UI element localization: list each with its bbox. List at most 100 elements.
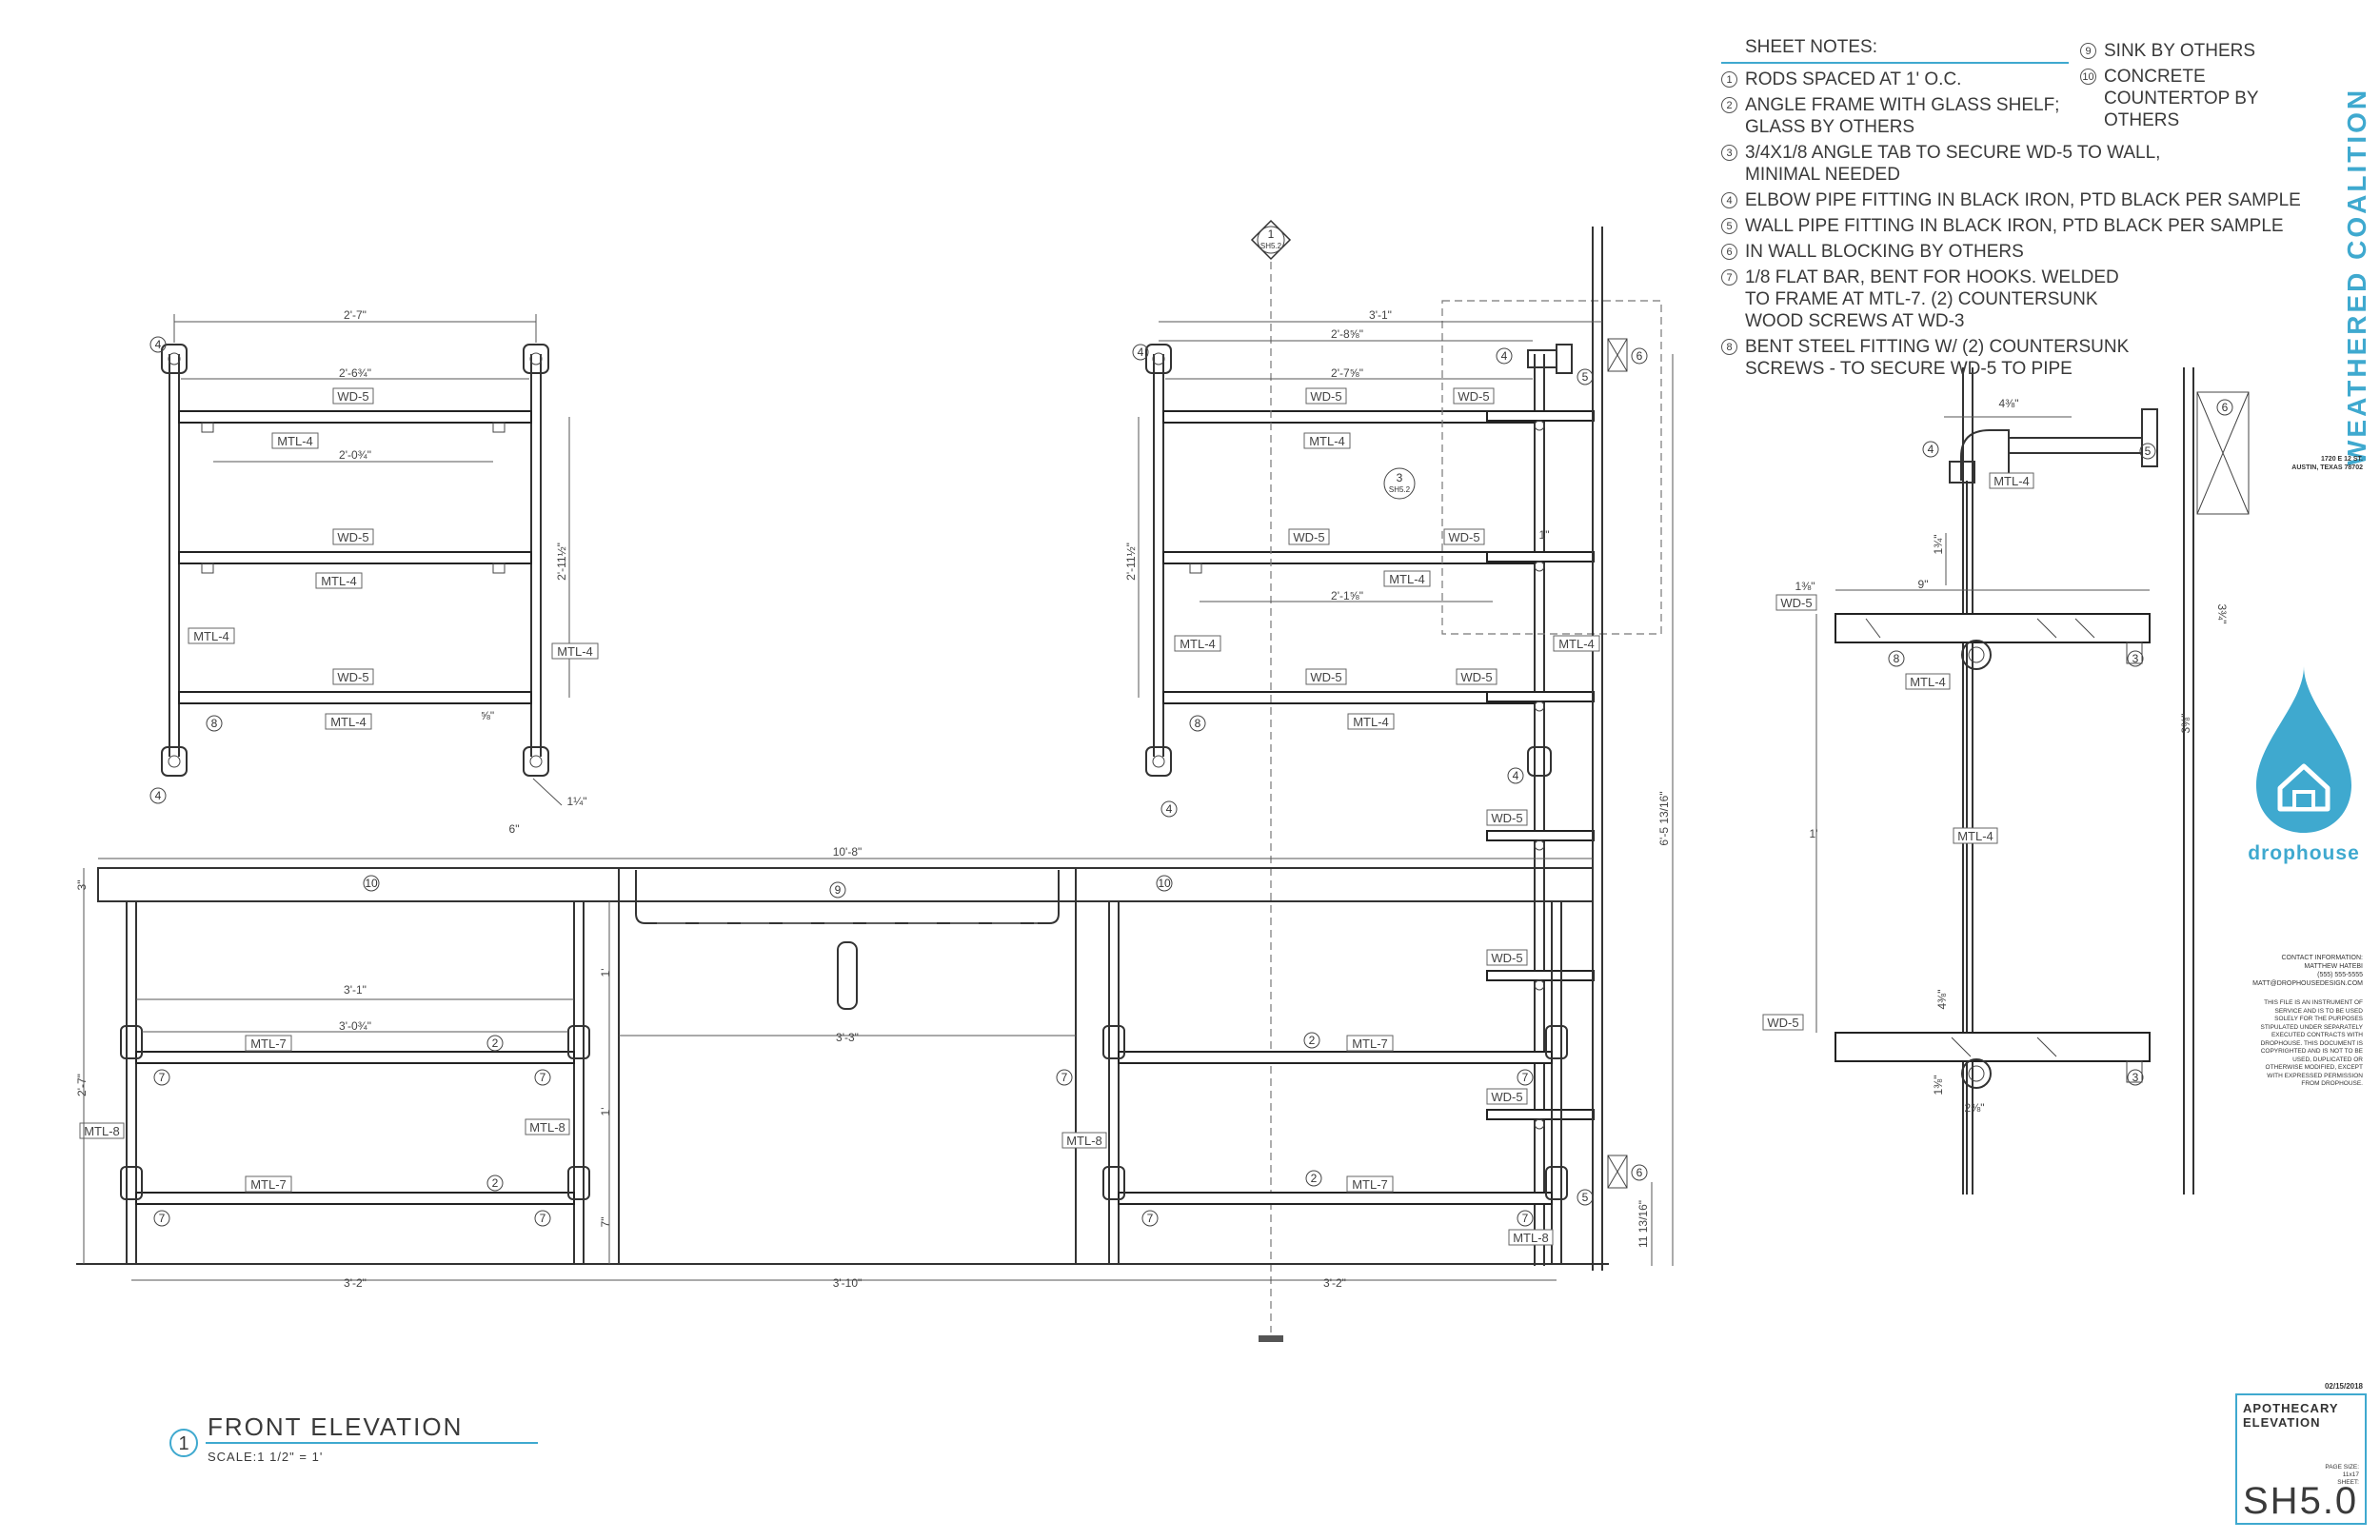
dim-text: 2'-11½" [555,543,568,581]
sheet-note-text: IN WALL BLOCKING BY OTHERS [1745,242,2024,262]
sheet-notes-heading: SHEET NOTES: [1721,36,2069,64]
material-tag: WD-5 [337,530,368,544]
dim-text: 3" [75,880,89,891]
material-tag: MTL-4 [557,644,593,659]
sheet-note-text: BENT STEEL FITTING W/ (2) COUNTERSUNK [1745,337,2130,357]
upper-left-shelf-unit: 2'-7" 2'-6¾" 2'-0¾" 2'-11½" ⅝" 1¼" WD-5 … [149,308,599,808]
key-note-marker: 4 [1513,769,1519,782]
key-note-marker: 6 [1636,1166,1643,1179]
material-tag: MTL-4 [1389,572,1425,586]
material-tag: MTL-4 [1910,675,1946,689]
material-tag: MTL-4 [193,629,229,643]
note-number-marker: 1 [1721,71,1737,88]
key-note-marker: 6 [1636,349,1643,363]
dim-text: 3'-1" [344,983,367,997]
dim-text: 9" [1918,578,1929,591]
dim-text: 3'-2" [1323,1276,1346,1290]
issue-date: 02/15/2018 [2324,1382,2363,1391]
dim-text: 1⅜" [1932,1076,1945,1096]
sheet-note-text: WOOD SCREWS AT WD-3 [1745,311,1965,331]
material-tag: WD-5 [1491,951,1522,965]
drawing-number: 1 [178,1433,188,1454]
legal-line: EXECUTED CONTRACTS WITH [2271,1032,2363,1038]
dim-text: 3¾" [2215,604,2229,624]
dim-text: 4⅜" [1999,397,2019,410]
material-tag: MTL-8 [84,1124,120,1138]
sheet-note-text: RODS SPACED AT 1' O.C. [1745,69,1962,89]
material-tag: MTL-7 [1352,1177,1388,1192]
dim-text: 2'-11½" [1124,543,1138,581]
material-tag: MTL-7 [250,1037,287,1051]
dim-text: 1¾" [1932,535,1945,555]
logo-wordmark: drophouse [2248,842,2360,864]
sheet-note-text: MINIMAL NEEDED [1745,165,1900,185]
material-tag: MTL-4 [277,434,313,448]
key-note-marker: 5 [2145,444,2152,458]
sheet-note-text: ELBOW PIPE FITTING IN BLACK IRON, PTD BL… [1745,190,2301,210]
key-note-marker: 2 [492,1037,499,1050]
key-note-marker: 2 [492,1176,499,1190]
drawing-title: 1 FRONT ELEVATION SCALE:1 1/2" = 1' [169,1412,538,1464]
detail-mark-number: 3 [1397,471,1403,484]
dim-text: 6'-5 13/16" [1657,791,1671,845]
sheet-note-text: CONCRETE [2104,67,2206,87]
material-tag: WD-5 [337,670,368,684]
note-number-marker: 5 [1721,218,1737,234]
counter-and-base: 10 9 10 MTL-7 MTL-7 MTL-7 [75,822,1609,1290]
material-tag: WD-5 [337,389,368,404]
key-note-marker: 7 [1522,1212,1529,1225]
material-tag: MTL-4 [1957,829,1993,843]
key-note-marker: 9 [835,883,842,897]
key-note-marker: 4 [1138,346,1144,359]
legal-line: COPYRIGHTED AND IS NOT TO BE [2260,1048,2363,1055]
sheet-note-text: WALL PIPE FITTING IN BLACK IRON, PTD BLA… [1745,216,2284,236]
material-tag: WD-5 [1448,530,1479,544]
note-number-marker: 3 [1721,145,1737,161]
key-note-marker: 7 [1147,1212,1154,1225]
note-number-marker: 2 [1721,97,1737,113]
note-number-marker: 8 [1721,339,1737,355]
sheet-note-item: 3 3/4X1/8 ANGLE TAB TO SECURE WD-5 TO WAL… [1721,142,2321,186]
legal-line: FROM DROPHOUSE. [2301,1080,2363,1087]
material-tag: MTL-4 [1353,715,1389,729]
house-icon [2277,763,2330,812]
dim-text: 2'-6¾" [339,366,371,380]
material-tag: WD-5 [1310,670,1341,684]
legal-line: STIPULATED UNDER SEPARATELY [2260,1023,2363,1031]
section-mark-sheet: SH5.2 [1260,242,1282,250]
dim-text: 2'-0¾" [339,448,371,462]
sheet-note-text: SCREWS - TO SECURE WD-5 TO PIPE [1745,359,2073,379]
legal-line: SERVICE AND IS TO BE USED [2274,1007,2363,1015]
section-detail: 4⅜" 1¾" 9" 1⅜" 3¾" 3⅜" 1' 4⅜" 1⅜" 2⅜" MT… [1762,367,2250,1194]
dim-text: 7" [599,1217,612,1228]
sheet-note-text: GLASS BY OTHERS [1745,117,1915,137]
sheet-note-text: 3/4X1/8 ANGLE TAB TO SECURE WD-5 TO WALL… [1745,143,2161,163]
sheet-title: APOTHECARY ELEVATION [2243,1401,2339,1430]
material-tag: MTL-4 [330,715,367,729]
dim-text: 3'-10" [833,1276,863,1290]
key-note-marker: 7 [159,1212,166,1225]
sheet-title-box: APOTHECARY ELEVATION PAGE SIZE: 11x17 SH… [2235,1393,2367,1525]
material-tag: WD-5 [1293,530,1324,544]
material-tag: WD-5 [1491,1090,1522,1104]
legal-line: THIS FILE IS AN INSTRUMENT OF [2264,999,2363,1006]
dim-text: 11 13/16" [1636,1200,1650,1248]
key-note-marker: 2 [1309,1034,1316,1047]
sheet-note-item: 5 WALL PIPE FITTING IN BLACK IRON, PTD BL… [1721,215,2321,237]
key-note-marker: 5 [1582,370,1589,384]
dim-text: 10'-8" [833,845,863,859]
note-number-marker: 4 [1721,192,1737,208]
sheet-note-item: 4 ELBOW PIPE FITTING IN BLACK IRON, PTD B… [1721,189,2321,211]
sheet-number: SH5.0 [2243,1480,2359,1522]
sheet-note-text: 1/8 FLAT BAR, BENT FOR HOOKS. WELDED [1745,267,2119,287]
key-note-marker: 7 [540,1212,546,1225]
material-tag: MTL-4 [1180,637,1216,651]
